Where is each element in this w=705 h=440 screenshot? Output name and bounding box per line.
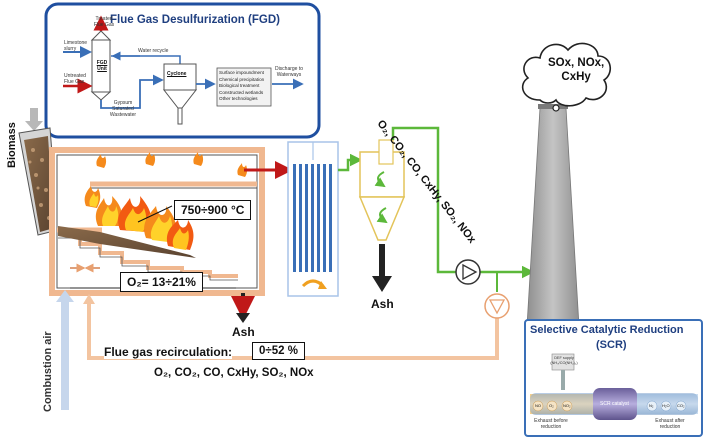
- recirculation-value: 0÷52 %: [252, 342, 305, 360]
- stack-emissions-label: SOx, NOx, CxHy: [548, 56, 604, 84]
- fgd-unit-icon: [90, 15, 112, 101]
- scr-input-molecule: O₂: [549, 403, 554, 408]
- heat-exchanger: [287, 141, 339, 297]
- scr-supply-label: DEF supply (NH₃/CO(NH₂)₂): [550, 356, 578, 365]
- fgd-discharge-label: Discharge to Waterways: [274, 66, 304, 78]
- fgd-treatment-list: Surface impoundment Chemical precipitati…: [219, 70, 264, 103]
- fgd-treated-gas-label: Treated Flue Gas: [93, 16, 115, 28]
- furnace: [49, 147, 265, 296]
- combustion-air-pipe: [61, 300, 69, 410]
- scr-catalyst-label: SCR catalyst: [600, 401, 629, 407]
- fgd-treatment-box: [216, 67, 272, 107]
- fgd-limestone-label: Limestone slurry: [64, 40, 88, 52]
- stack-emissions-line: SOx, NOx,: [548, 57, 605, 69]
- bottom-gases-label: O₂, CO₂, CO, CxHy, SO₂, NOx: [154, 367, 314, 379]
- fgd-cyclone-icon: [162, 63, 198, 125]
- cyclone: [358, 139, 406, 241]
- scr-title: Selective Catalytic Reduction: [530, 324, 684, 336]
- biomass-down-arrow: [25, 108, 43, 131]
- furnace-ash-label: Ash: [232, 325, 255, 339]
- biomass-chips: [24, 136, 54, 232]
- fgd-treatment-item: Biological treatment: [219, 83, 260, 89]
- scr-after-label: Exhaust after reduction: [655, 418, 685, 430]
- fgd-unit-label: FGD Unit: [96, 60, 108, 72]
- stack-emissions-line: CxHy: [561, 71, 591, 83]
- biomass-label: Biomass: [6, 122, 18, 168]
- scr-before-label: Exhaust before reduction: [534, 418, 568, 430]
- fgd-treatment-item: Chemical precipitation: [219, 76, 265, 82]
- combustion-air-label: Combustion air: [42, 331, 54, 412]
- scr-output-molecule: H₂O: [662, 403, 670, 408]
- fgd-treatment-item: Constructed wetlands: [219, 89, 264, 95]
- cyclone-ash-arrow: [372, 244, 392, 292]
- fgd-title: Flue Gas Desulfurization (FGD): [110, 14, 280, 26]
- recirculation-label: Flue gas recirculation:: [104, 345, 233, 359]
- fgd-treatment-item: Other technologies: [219, 96, 258, 102]
- temperature-label: 750÷900 °C: [174, 200, 252, 220]
- fgd-cyclone-label: Cyclone: [167, 71, 187, 77]
- scr-input-molecule: NO: [535, 403, 541, 408]
- fgd-untreated-label: Untreated Flue Gas: [64, 73, 86, 85]
- scr-output-molecule: CO₂: [677, 403, 685, 408]
- scr-input-molecule: NO₂: [563, 403, 571, 408]
- fgd-treatment-item: Surface impoundment: [219, 70, 264, 75]
- fgd-gypsum-label: Gypsum Saturated Wastewater: [109, 100, 137, 118]
- stack: [526, 107, 580, 327]
- scr-abbr: (SCR): [596, 339, 627, 351]
- cyclone-ash-label: Ash: [371, 297, 394, 311]
- oxygen-label: O₂= 13÷21%: [120, 272, 203, 292]
- scr-catalyst-icon: [593, 388, 637, 420]
- fgd-water-recycle-label: Water recycle: [138, 48, 169, 54]
- induced-draft-fan-icon: [455, 259, 481, 285]
- recirculation-fan-icon: [484, 293, 510, 319]
- scr-output-molecule: N₂: [649, 403, 654, 408]
- emission-cloud: [521, 42, 611, 107]
